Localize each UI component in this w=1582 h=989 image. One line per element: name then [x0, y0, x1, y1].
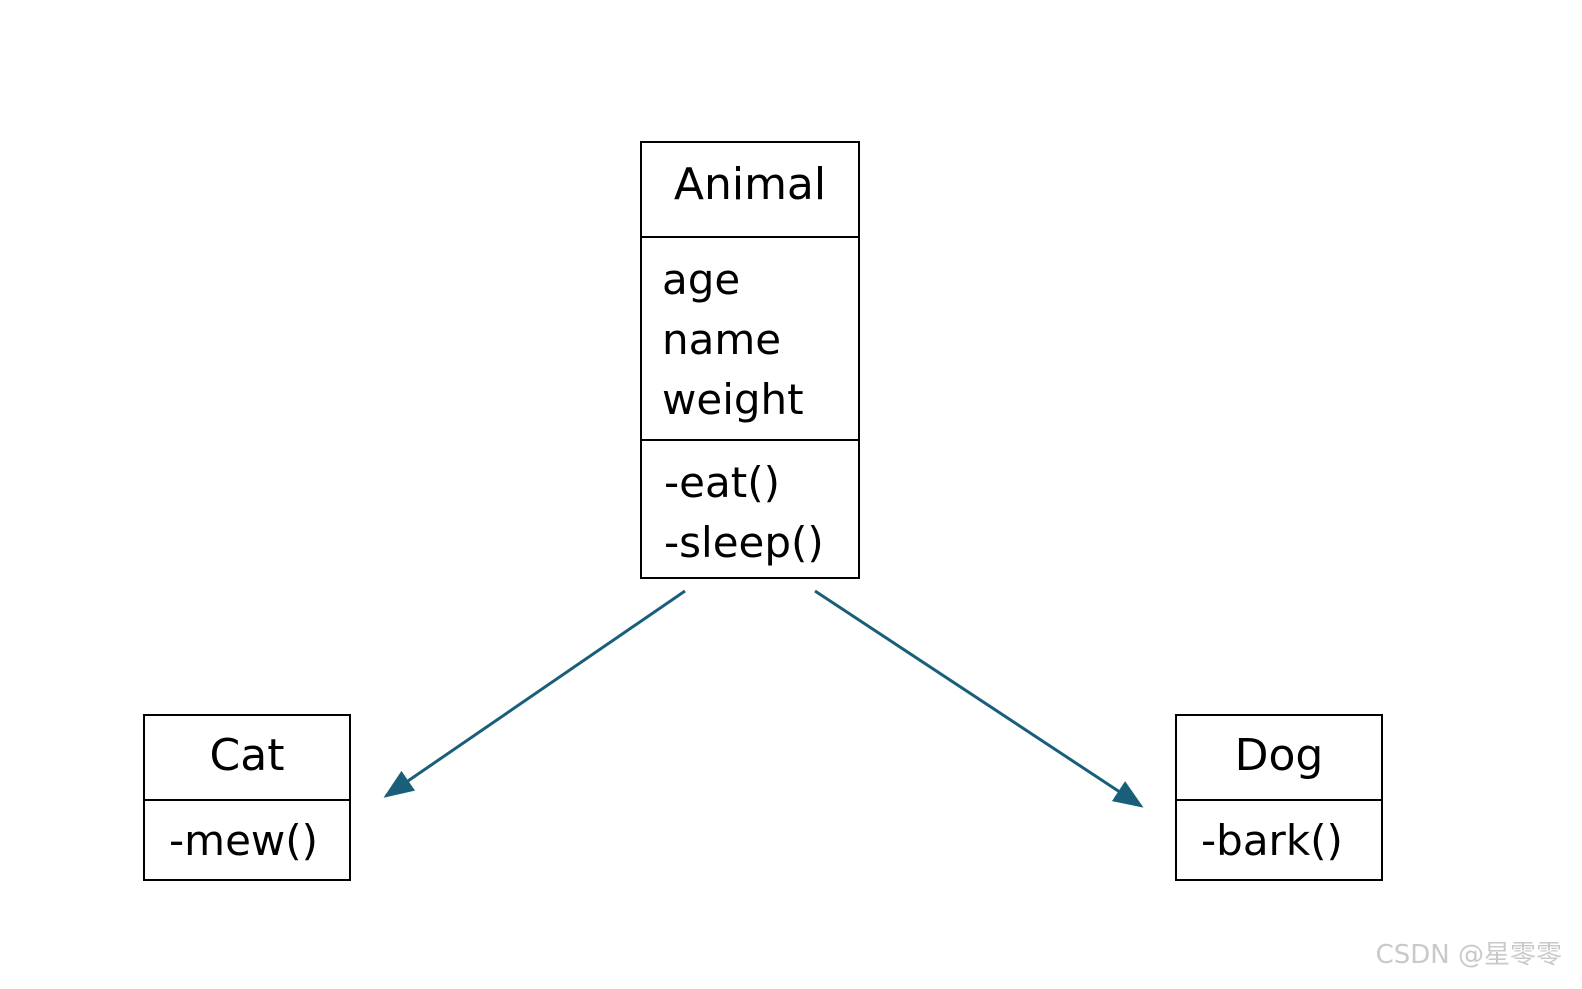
attributes-section: age name weight	[642, 236, 858, 439]
class-dog[interactable]: Dog -bark()	[1175, 714, 1383, 881]
class-name: Animal	[673, 159, 827, 210]
method-eat: -eat()	[664, 458, 780, 507]
arrow-animal-to-cat	[383, 589, 686, 798]
watermark: CSDN @星零零	[1375, 940, 1562, 970]
class-name-section: Dog	[1177, 716, 1381, 799]
attribute-name: name	[662, 315, 782, 364]
arrow-animal-to-dog	[814, 589, 1144, 808]
class-name: Dog	[1234, 730, 1324, 781]
class-name-section: Cat	[145, 716, 349, 799]
attribute-weight: weight	[662, 375, 804, 424]
class-cat[interactable]: Cat -mew()	[143, 714, 351, 881]
method-mew: -mew()	[169, 816, 319, 865]
methods-section: -mew()	[145, 799, 349, 881]
class-animal[interactable]: Animal age name weight -eat() -sleep()	[640, 141, 860, 579]
method-bark: -bark()	[1201, 816, 1343, 865]
methods-section: -bark()	[1177, 799, 1381, 881]
class-name: Cat	[209, 730, 285, 781]
class-name-section: Animal	[642, 143, 858, 236]
method-sleep: -sleep()	[664, 518, 824, 567]
attribute-age: age	[662, 255, 741, 304]
methods-section: -eat() -sleep()	[642, 439, 858, 579]
